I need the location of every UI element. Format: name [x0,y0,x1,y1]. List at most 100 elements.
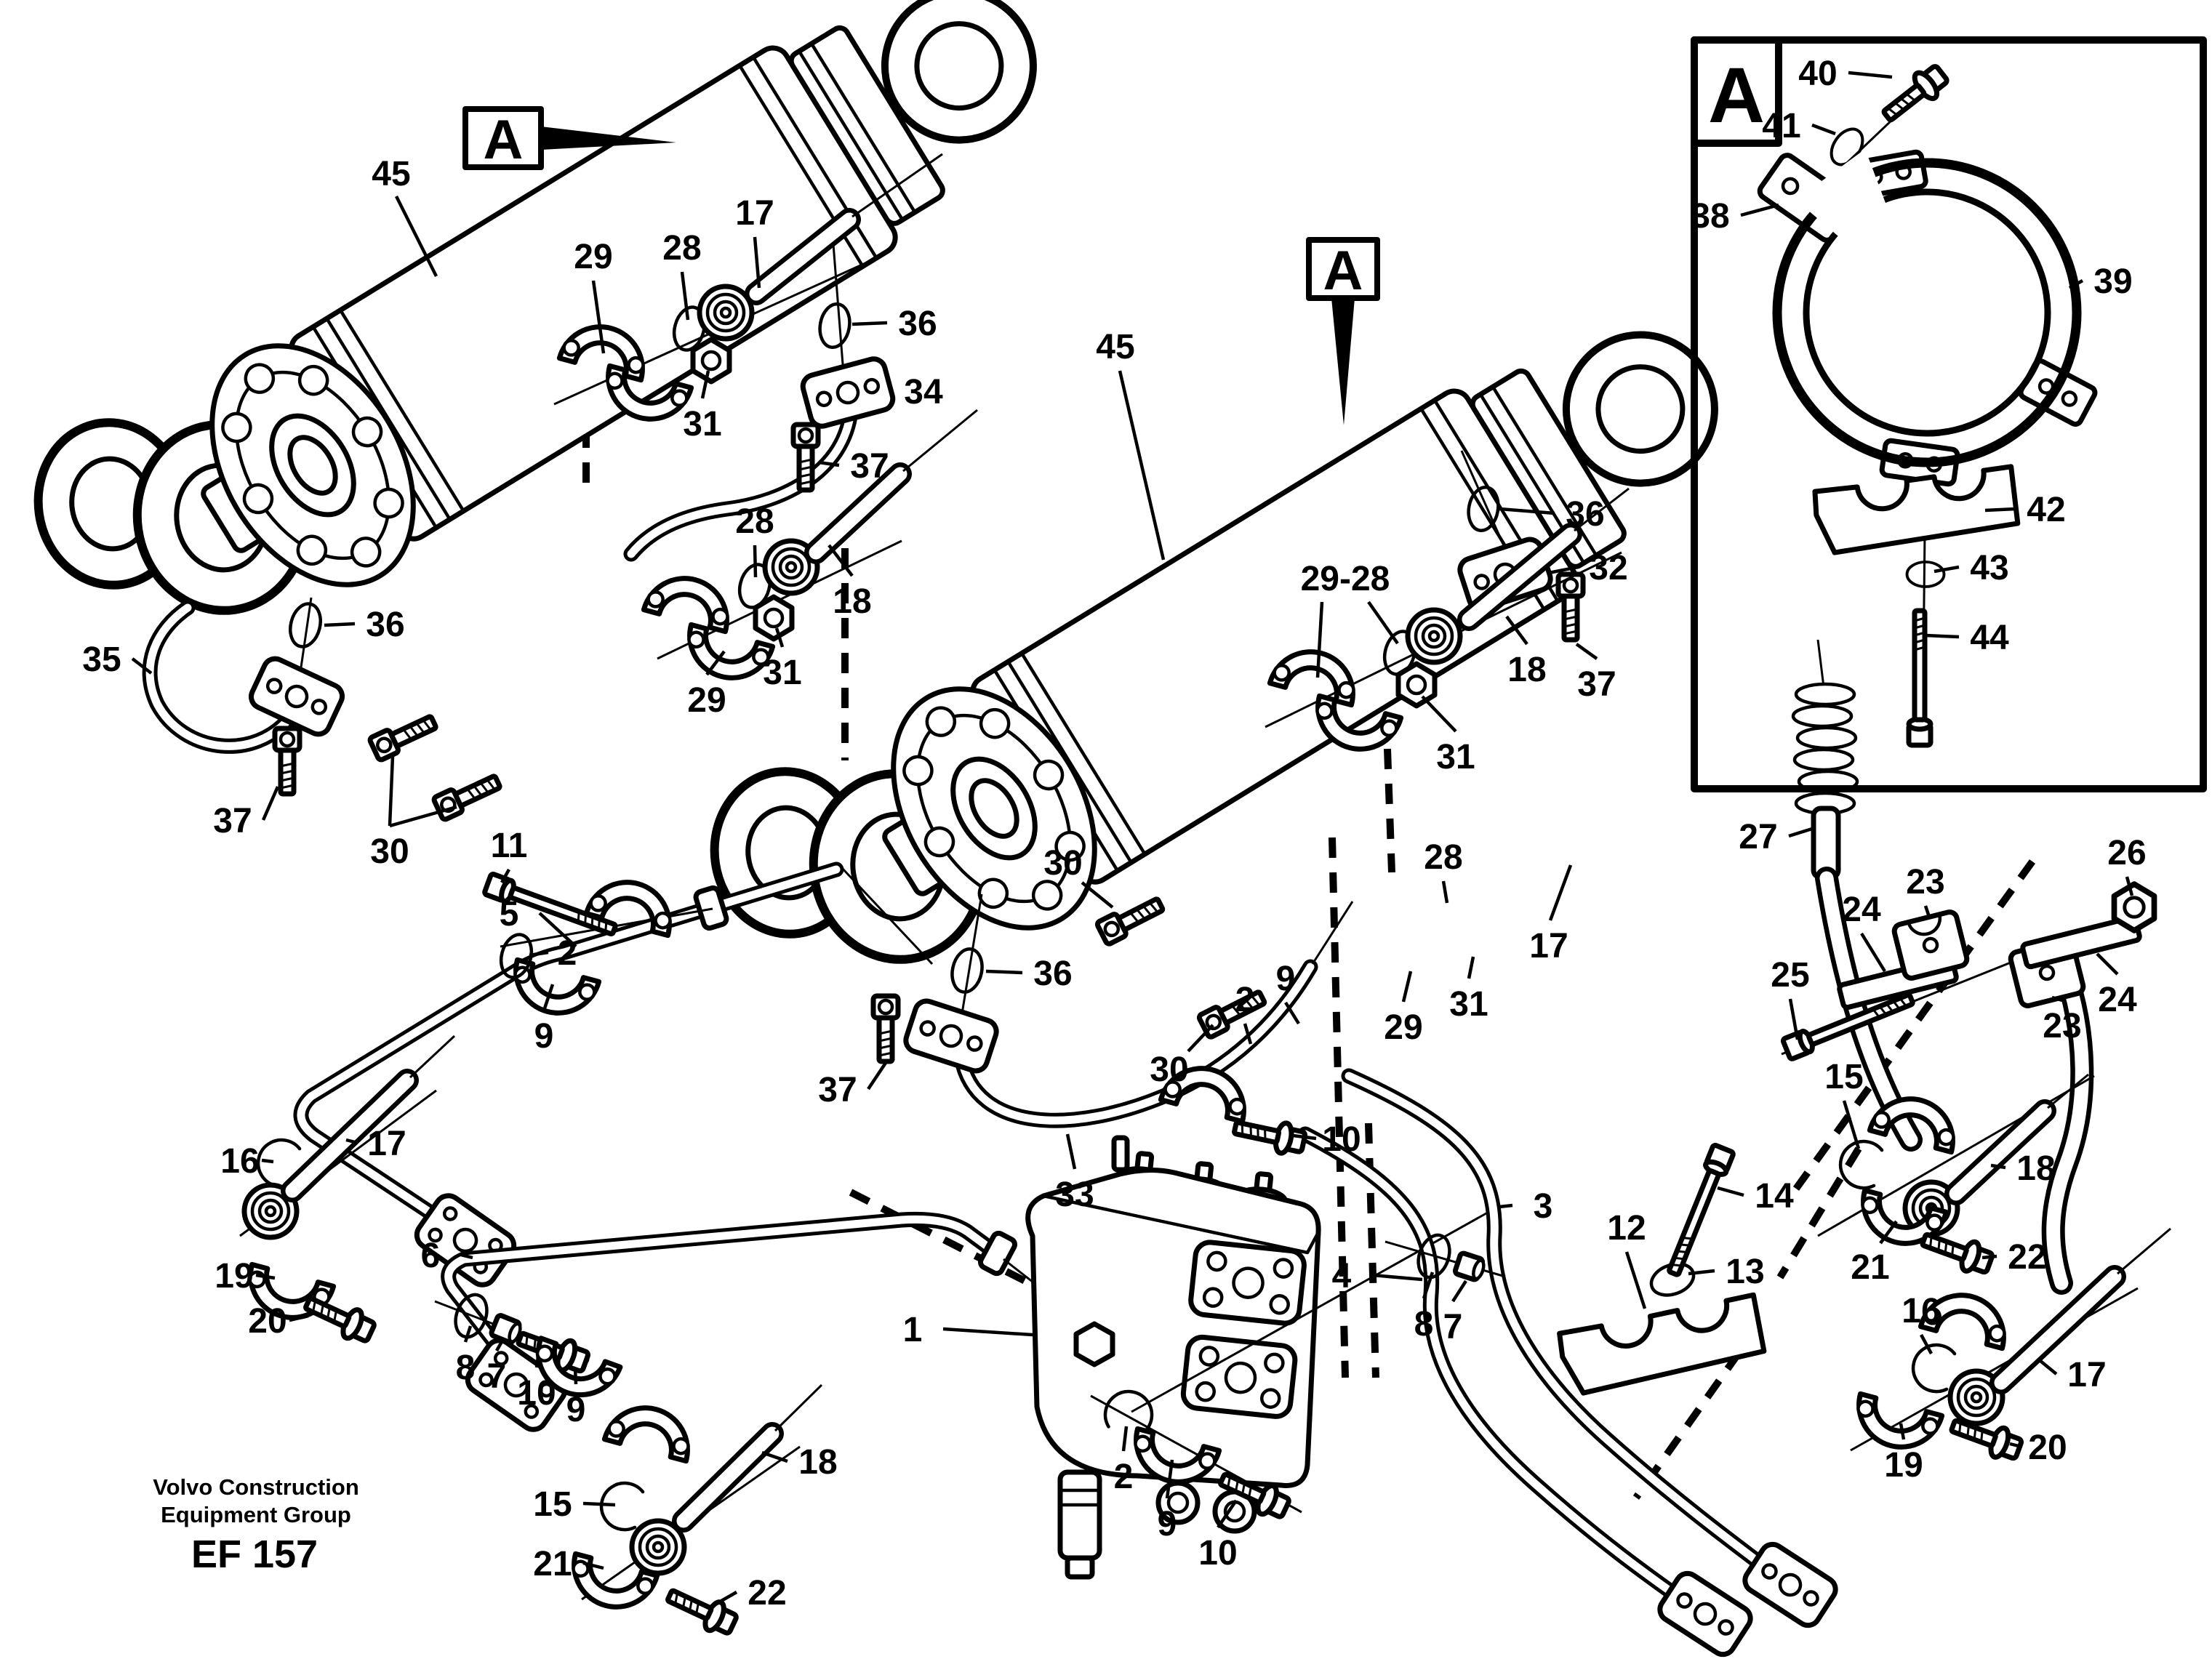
callout-34: 34 [904,373,943,411]
pipe-flange-33 [903,998,1000,1074]
leader-line-29-28 [1367,600,1399,645]
leader-line-19 [1899,1423,1906,1440]
cyl1-right-port-parts [623,244,896,562]
valve-seal-parts [1090,1205,1499,1522]
callout-10: 10 [1198,1534,1237,1572]
callout-1: 1 [903,1311,923,1349]
callout-22: 22 [2008,1238,2046,1277]
leader-line-37 [261,786,280,821]
valve-body [1025,1167,1321,1488]
callout-12: 12 [1607,1209,1646,1248]
callout-6: 6 [421,1237,441,1275]
callout-21: 21 [1851,1248,1889,1287]
callout-45: 45 [372,155,410,193]
callout-24: 24 [1842,891,1881,929]
leader-line-17 [2039,1359,2058,1375]
callout-30: 30 [1043,844,1082,883]
plug-7 [489,1313,522,1345]
leader-line-22 [720,1591,738,1602]
brand-line-1: Volvo Construction [153,1474,359,1500]
leader-line-37 [818,460,840,467]
callout-19: 19 [1884,1446,1923,1485]
callout-37: 37 [818,1071,857,1109]
leader-line-45 [394,195,438,278]
leader-line-18 [1505,615,1528,646]
callout-13: 13 [1726,1253,1764,1291]
callout-7: 7 [1443,1308,1463,1346]
callout-18: 18 [2016,1149,2055,1188]
leader-line-17 [1548,864,1573,921]
ref-marker-arrow [541,126,676,150]
bolt-44 [1909,611,1931,745]
bolt-14 [1663,1144,1734,1277]
hose-swivel [700,286,752,339]
valve-port-face [1180,1334,1298,1419]
pipe6-assembly [434,1211,1057,1434]
callout-27: 27 [1739,818,1777,856]
valve-stem [1111,1135,1130,1173]
hose-swivel [1408,610,1460,662]
callout-15: 15 [533,1485,572,1524]
callout-16: 16 [1902,1292,1940,1330]
leader-line-20 [289,1314,309,1322]
callout-41: 41 [1762,107,1800,145]
leader-line-25 [1788,998,1800,1040]
callout-18: 18 [798,1443,837,1482]
leader-line-18 [828,544,854,577]
leader-line-36 [1499,507,1555,515]
leader-line-7 [1451,1280,1467,1303]
callout-9: 9 [534,1017,554,1056]
callout-29: 29 [687,681,726,720]
leader-line-9 [573,1367,578,1385]
pipe-flange-34 [801,356,896,429]
pipe-clamp-15 [604,1399,697,1461]
o-ring-36 [817,302,853,350]
leader-line-30 [1187,1024,1214,1053]
callout-35: 35 [82,640,121,679]
pipe-clamp-29 [681,624,773,687]
clamp-block-23 [1891,909,1970,981]
leader-line-23 [2051,995,2063,1003]
callout-37: 37 [1577,665,1616,704]
bolt-30 [369,711,439,761]
leader-line-28 [1441,880,1449,904]
nut-31 [1398,664,1435,706]
cyl1-hose-fitting-group [553,153,943,428]
callout-28: 28 [735,502,774,541]
leader-line-9 [1165,1459,1174,1499]
leader-line-30 [388,755,395,827]
pipe-flange [247,655,346,738]
leader-line-5 [538,912,577,948]
brand-block: Volvo Construction Equipment Group EF 15… [153,1474,359,1576]
bolt-30 [433,771,503,821]
callout-43: 43 [1970,549,2008,587]
nut-31 [693,340,729,382]
leader-line-31 [1421,695,1457,733]
leader-line-16 [1920,1333,1933,1355]
leader-line-29 [1401,971,1413,1003]
plug-7 [1452,1250,1486,1282]
pipe3-4-assembly [1161,1059,1840,1659]
leader-line-36 [324,622,356,627]
detail-box: A [1691,36,2207,792]
callout-40: 40 [1798,55,1837,93]
leader-line-43 [1934,565,1960,574]
callout-3: 3 [1534,1187,1553,1226]
detail-box-letter: A [1708,51,1765,139]
hose18-right-group [1817,1073,2095,1278]
leader-line-18 [1990,1163,2006,1170]
pipe5-assembly [293,861,934,1290]
ref-marker-arrow [1331,298,1355,425]
callout-8: 8 [1414,1305,1434,1343]
brand-line-2: Equipment Group [161,1502,351,1527]
hose18-left-group [565,1383,823,1639]
callout-28: 28 [1424,838,1462,877]
leader-line-12 [1624,1251,1647,1309]
callout-24: 24 [2098,981,2137,1019]
callout-14: 14 [1755,1177,1794,1216]
leader-line-29 [591,280,606,354]
leader-line-7 [495,1338,505,1352]
callout-45: 45 [1096,328,1134,366]
bolt-37 [873,996,898,1061]
